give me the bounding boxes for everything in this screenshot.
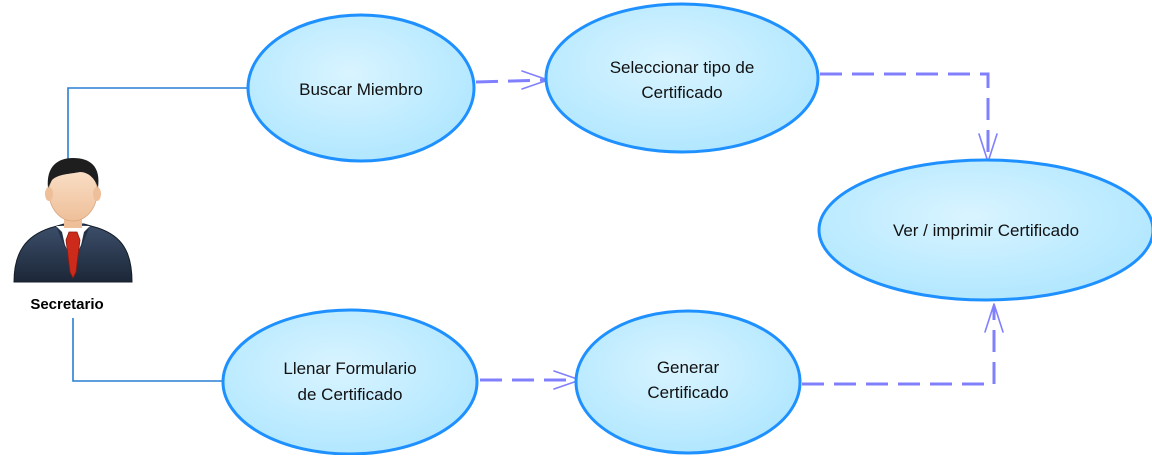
use-case-ellipse	[246, 13, 476, 163]
use-case-label-line: Generar	[657, 358, 720, 377]
arrow-buscar-to-seleccionar	[475, 78, 547, 84]
use-case-label-line: Llenar Formulario	[283, 359, 416, 378]
use-case-label-line: Buscar Miembro	[299, 80, 423, 99]
arrow-seleccionar-to-ver	[820, 72, 990, 160]
use-case-ellipse	[574, 309, 802, 455]
dependency-arrows	[475, 72, 996, 386]
businessman-icon	[13, 158, 133, 283]
association-llenar-formulario	[72, 318, 225, 382]
use-case-ellipse	[817, 158, 1152, 302]
use-case-label-line: Ver / imprimir Certificado	[893, 221, 1079, 240]
use-case-label-line: de Certificado	[298, 385, 403, 404]
use-case-label-line: Certificado	[647, 383, 728, 402]
association-buscar-miembro	[67, 87, 248, 162]
use-case-ellipse	[544, 2, 820, 154]
use-case-ellipse	[221, 308, 479, 456]
use-case-generar-certificado[interactable]: Generar Certificado	[574, 309, 802, 455]
use-case-buscar-miembro[interactable]: Buscar Miembro	[246, 13, 476, 163]
use-case-ver-imprimir[interactable]: Ver / imprimir Certificado	[817, 158, 1152, 302]
use-cases: Buscar Miembro Seleccionar tipo de Certi…	[221, 2, 1152, 456]
actor-label: Secretario	[30, 296, 103, 313]
use-case-llenar-formulario[interactable]: Llenar Formulario de Certificado	[221, 308, 479, 456]
actor-secretario[interactable]: Secretario	[13, 158, 133, 313]
association-lines	[67, 87, 248, 382]
use-case-label-line: Certificado	[641, 83, 722, 102]
arrowhead-ver-bottom	[984, 303, 1004, 333]
use-case-seleccionar-tipo[interactable]: Seleccionar tipo de Certificado	[544, 2, 820, 154]
arrow-generar-to-ver	[802, 306, 996, 386]
use-case-label-line: Seleccionar tipo de	[610, 58, 755, 77]
